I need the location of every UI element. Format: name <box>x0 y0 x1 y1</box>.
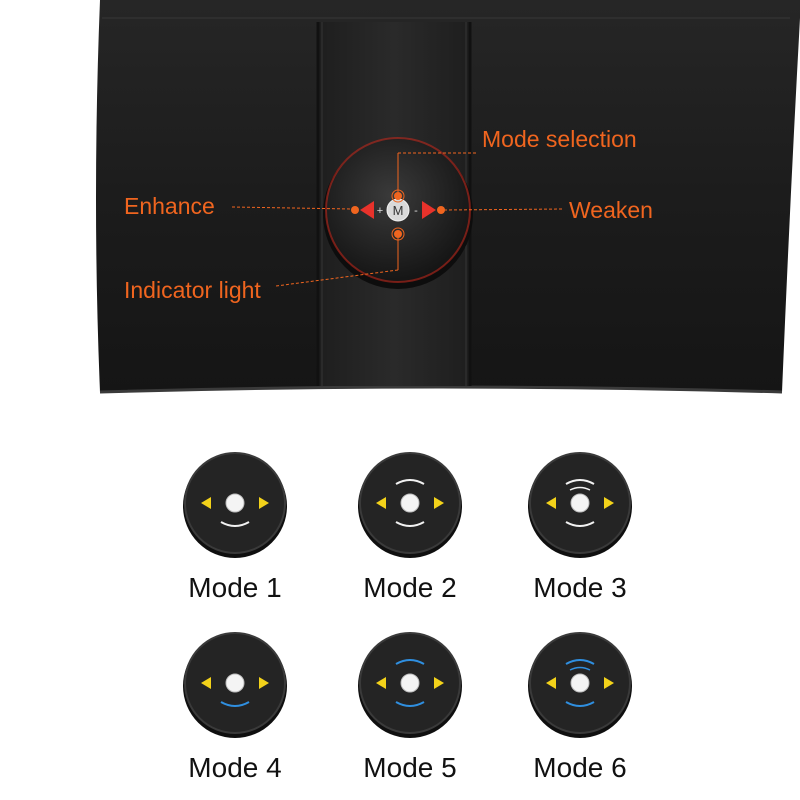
massager-belt-photo: M + - <box>96 0 800 394</box>
mode-2-label: Mode 2 <box>363 572 457 603</box>
mode-2-item: Mode 2 <box>325 450 495 620</box>
indicator-light-bottom-icon <box>394 230 402 238</box>
enhance-arrow-icon[interactable] <box>360 201 374 219</box>
mode-grid: Mode 1 Mode 2 Mode 3 Mode 4 Mode 5 Mode 6 <box>0 440 800 800</box>
callout-indicator-light: Indicator light <box>124 277 261 303</box>
left-arrow-icon <box>201 677 211 689</box>
left-arrow-icon <box>201 497 211 509</box>
mode-3-item: Mode 3 <box>495 450 665 620</box>
callout-mode-selection: Mode selection <box>482 126 637 152</box>
right-arrow-icon <box>259 497 269 509</box>
right-arrow-icon <box>604 497 614 509</box>
mode-4-pod-icon <box>183 632 287 738</box>
left-arrow-icon <box>376 677 386 689</box>
center-button-icon <box>225 493 245 513</box>
mode-6-item: Mode 6 <box>495 630 665 800</box>
mode-5-label: Mode 5 <box>363 752 457 783</box>
indicator-light-right-icon <box>437 206 445 214</box>
right-arrow-icon <box>434 677 444 689</box>
left-arrow-icon <box>546 497 556 509</box>
mode-3-pod-icon <box>528 452 632 558</box>
mode-3-label: Mode 3 <box>533 572 627 603</box>
mode-6-label: Mode 6 <box>533 752 627 783</box>
mode-1-item: Mode 1 <box>150 450 320 620</box>
minus-sign: - <box>414 205 418 217</box>
right-arrow-icon <box>604 677 614 689</box>
right-arrow-icon <box>434 497 444 509</box>
mode-5-item: Mode 5 <box>325 630 495 800</box>
center-button-icon <box>570 673 590 693</box>
mode-1-label: Mode 1 <box>188 572 282 603</box>
controller-pod <box>323 137 473 289</box>
right-arrow-icon <box>259 677 269 689</box>
center-button-icon <box>400 493 420 513</box>
plus-sign: + <box>377 205 383 217</box>
left-arrow-icon <box>546 677 556 689</box>
mode-2-pod-icon <box>358 452 462 558</box>
center-button-label: M <box>393 203 404 218</box>
mode-4-label: Mode 4 <box>188 752 282 783</box>
callout-weaken: Weaken <box>569 197 653 223</box>
mode-4-item: Mode 4 <box>150 630 320 800</box>
left-arrow-icon <box>376 497 386 509</box>
center-button-icon <box>570 493 590 513</box>
weaken-arrow-icon[interactable] <box>422 201 436 219</box>
center-button-icon <box>225 673 245 693</box>
callout-lines <box>231 152 565 287</box>
mode-5-pod-icon <box>358 632 462 738</box>
center-button-icon <box>400 673 420 693</box>
mode-1-pod-icon <box>183 452 287 558</box>
mode-6-pod-icon <box>528 632 632 738</box>
indicator-light-left-icon <box>351 206 359 214</box>
callout-enhance: Enhance <box>124 193 215 219</box>
